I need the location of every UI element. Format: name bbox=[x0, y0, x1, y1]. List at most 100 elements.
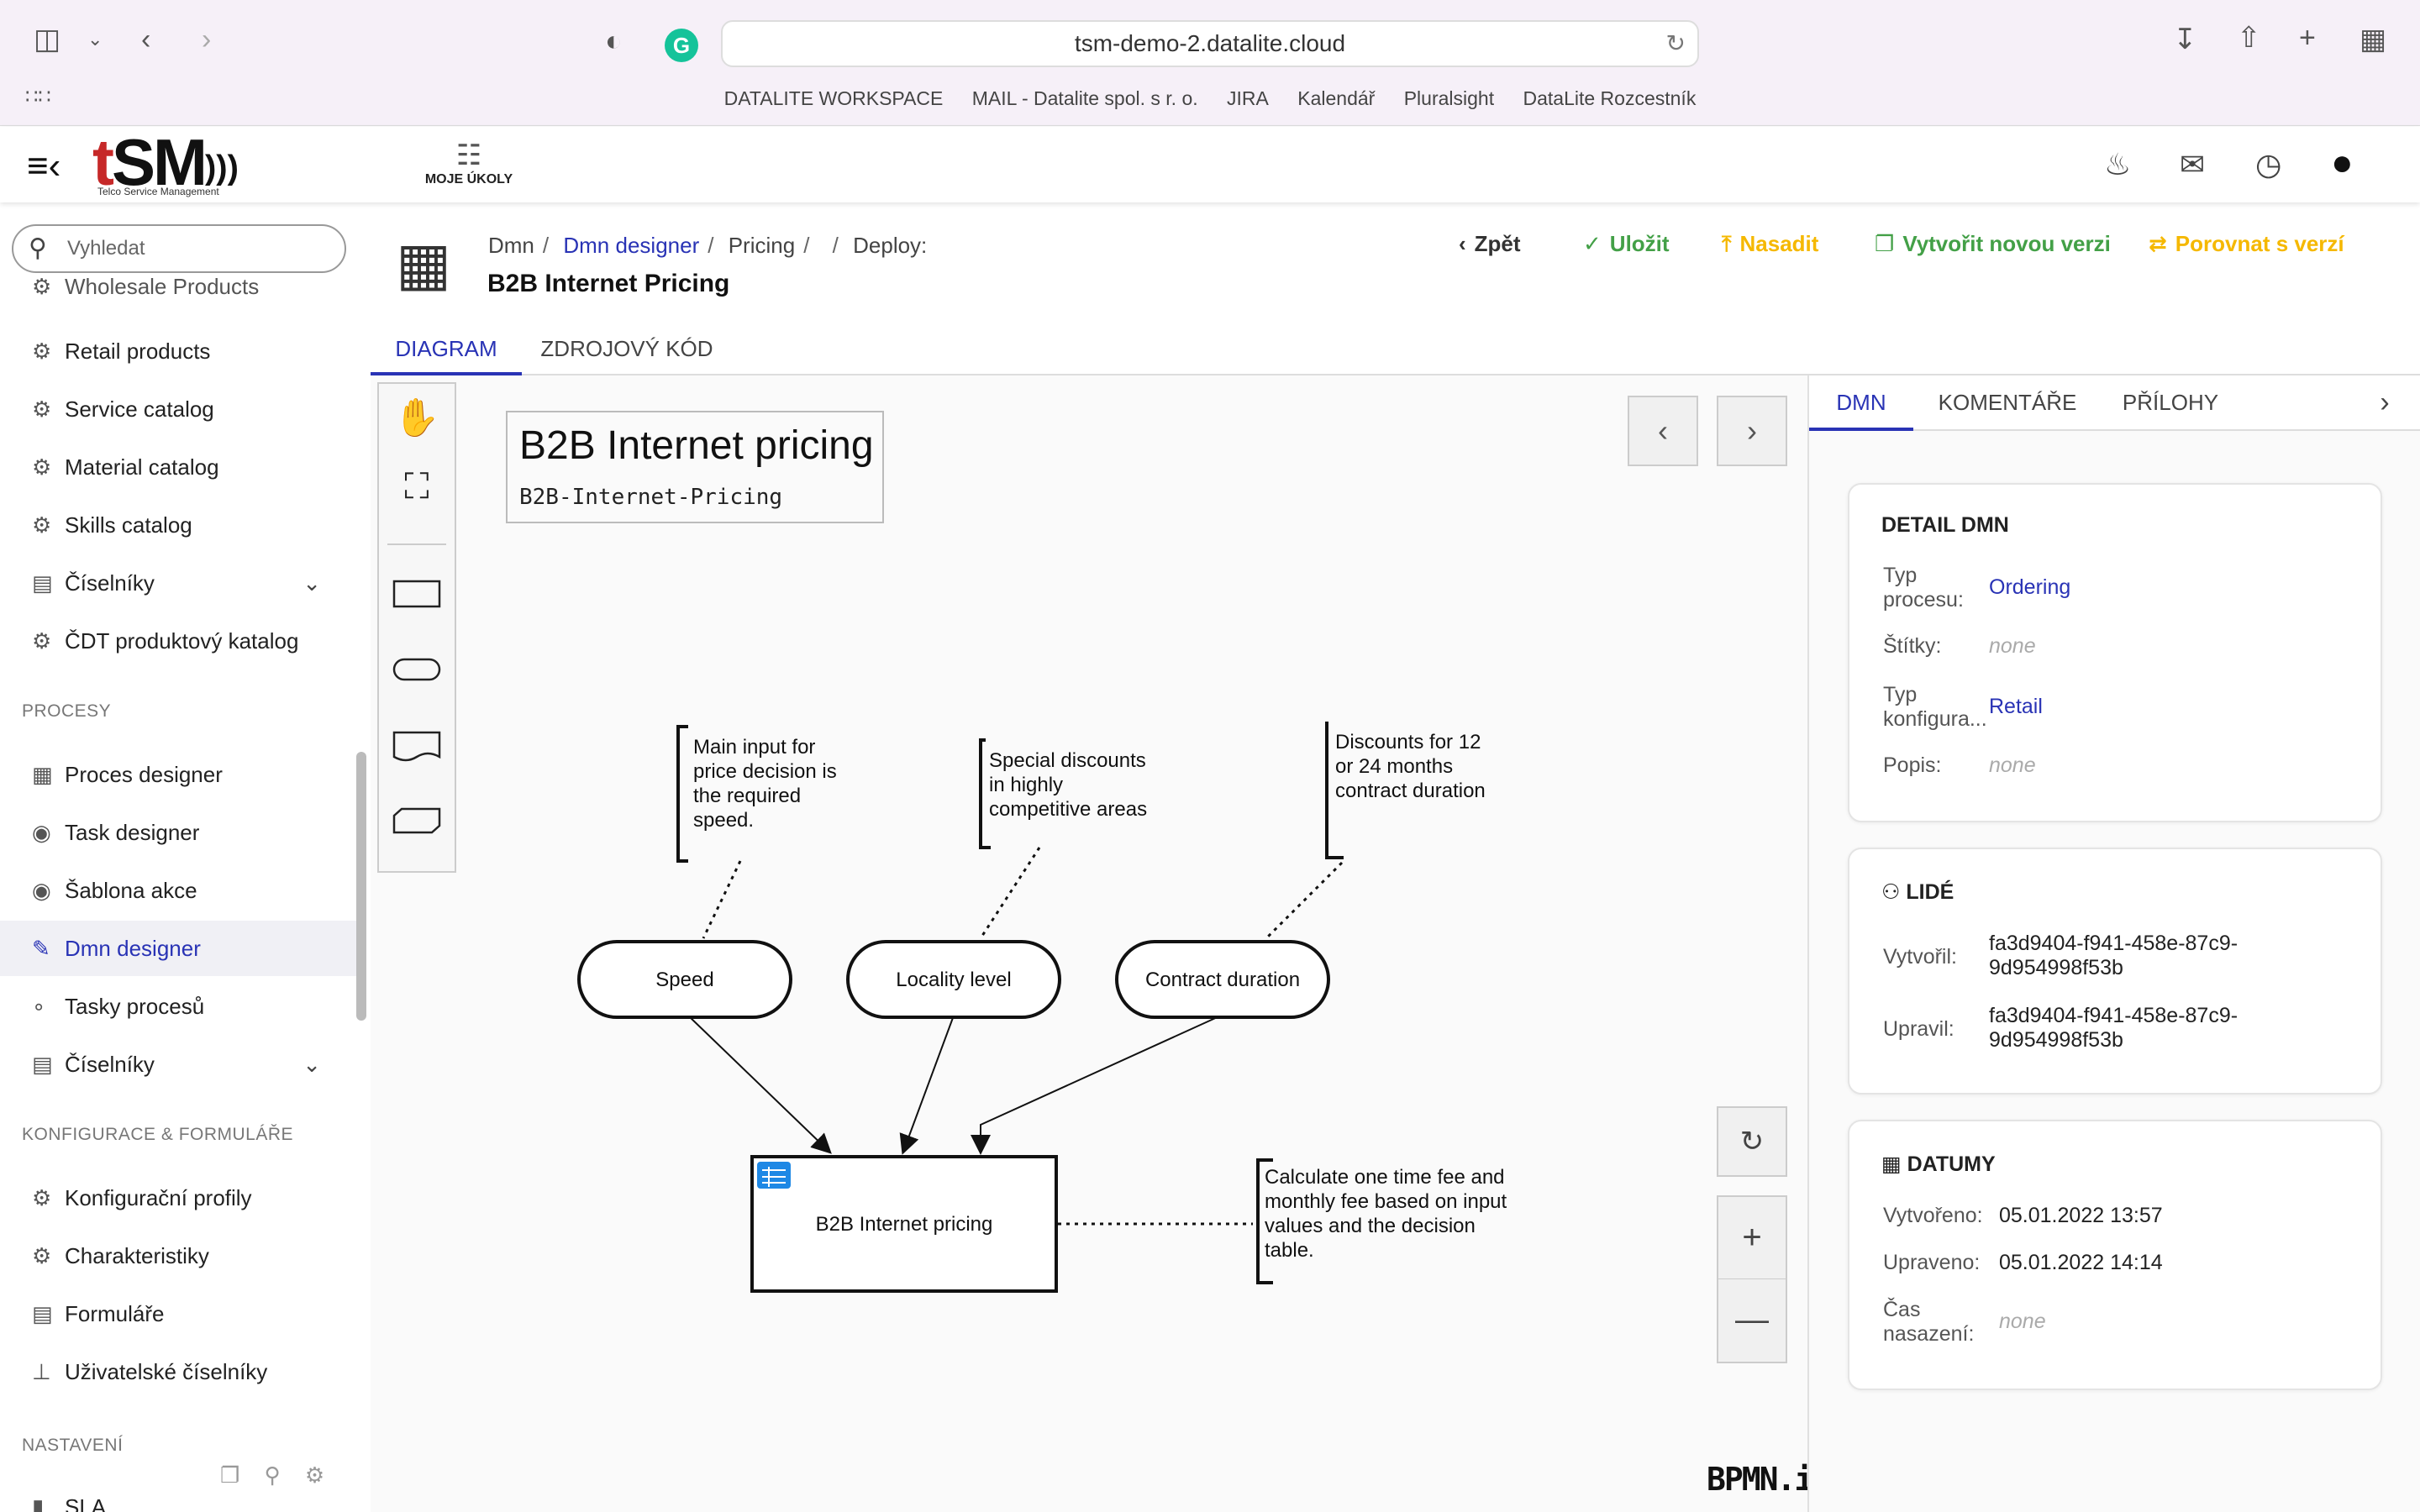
sidebar-item-service-catalog[interactable]: ⚙ Service catalog bbox=[0, 381, 361, 437]
sidebar-item-dmn-designer[interactable]: ✎ Dmn designer bbox=[0, 921, 361, 976]
sidebar-item-retail-products[interactable]: ⚙ Retail products bbox=[0, 323, 361, 379]
sidebar-item-charakteristiky[interactable]: ⚙ Charakteristiky bbox=[0, 1228, 361, 1284]
bookmark-item[interactable]: DATALITE WORKSPACE bbox=[723, 87, 944, 109]
sidebar-item-label: Service catalog bbox=[65, 396, 214, 422]
forward-arrow-icon[interactable]: › bbox=[202, 24, 212, 55]
tab-comments[interactable]: KOMENTÁŘE bbox=[1938, 390, 2077, 415]
tab-source-code[interactable]: ZDROJOVÝ KÓD bbox=[540, 336, 713, 361]
sidebar-item-konfiguracni-profily[interactable]: ⚙ Konfigurační profily bbox=[0, 1170, 361, 1226]
compare-arrows-icon: ⇄ bbox=[2149, 231, 2167, 256]
knowledge-source-tool-icon[interactable] bbox=[379, 728, 455, 769]
menu-collapse-icon[interactable]: ≡‹ bbox=[27, 145, 61, 186]
decision-table-icon[interactable] bbox=[757, 1162, 791, 1189]
decision-node[interactable] bbox=[750, 1155, 1058, 1293]
breadcrumb-dmn-designer[interactable]: Dmn designer bbox=[563, 233, 700, 258]
hand-tool-icon[interactable]: ✋ bbox=[393, 397, 440, 438]
tab-diagram[interactable]: DIAGRAM bbox=[371, 325, 522, 375]
chevron-left-icon[interactable]: ‹ bbox=[1628, 396, 1698, 466]
sidebar-toggle-icon[interactable]: ◫ bbox=[34, 24, 61, 55]
flow-icon: ∘ bbox=[32, 994, 46, 1019]
bookmark-item[interactable]: JIRA bbox=[1227, 87, 1269, 109]
share-icon[interactable]: ⇧ bbox=[2237, 22, 2261, 54]
updated-by-line: fa3d9404-f941-458e-87c9- bbox=[1989, 1004, 2238, 1027]
process-type-value[interactable]: Ordering bbox=[1989, 575, 2071, 599]
config-type-value[interactable]: Retail bbox=[1989, 695, 2043, 718]
chevron-down-icon[interactable]: ⌄ bbox=[87, 29, 103, 50]
lock-icon[interactable]: ⚲ bbox=[264, 1462, 281, 1488]
bkm-tool-icon[interactable] bbox=[379, 804, 455, 842]
save-button[interactable]: ✓Uložit bbox=[1583, 231, 1670, 257]
grammarly-icon[interactable]: G bbox=[665, 29, 698, 62]
tsm-logo[interactable]: tSM))) bbox=[92, 125, 239, 199]
sidebar-scrollbar[interactable] bbox=[356, 752, 366, 1021]
chevron-right-icon[interactable]: › bbox=[2380, 386, 2390, 418]
sidebar-item-proces-designer[interactable]: ▦ Proces designer bbox=[0, 747, 361, 802]
new-version-button[interactable]: ❐Vytvořit novou verzi bbox=[1875, 231, 2111, 257]
bookmark-item[interactable]: DataLite Rozcestník bbox=[1523, 87, 1697, 109]
tab-attachments[interactable]: PŘÍLOHY bbox=[2122, 390, 2219, 415]
check-icon: ✓ bbox=[1583, 231, 1602, 256]
download-icon[interactable]: ↧ bbox=[2173, 24, 2197, 55]
gear-icon[interactable]: ⚙ bbox=[304, 1462, 325, 1488]
requirement-contract[interactable] bbox=[971, 1015, 1222, 1155]
sidebar-item-task-designer[interactable]: ◉ Task designer bbox=[0, 805, 361, 860]
mail-icon[interactable]: ✉ bbox=[2180, 147, 2206, 181]
sidebar-item-cdt-catalog[interactable]: ⚙ ČDT produktový katalog bbox=[0, 613, 361, 669]
address-bar[interactable]: tsm-demo-2.datalite.cloud ↻ bbox=[721, 20, 1699, 67]
back-arrow-icon[interactable]: ‹ bbox=[141, 24, 151, 55]
sidebar-item-ciselniky[interactable]: ▤ Číselníky ⌄ bbox=[0, 555, 361, 611]
input-data-locality[interactable] bbox=[846, 940, 1061, 1019]
definition-properties[interactable]: B2B Internet pricing B2B-Internet-Pricin… bbox=[506, 411, 884, 523]
sidebar-item-sablona-akce[interactable]: ◉ Šablona akce bbox=[0, 863, 361, 918]
definition-name[interactable]: B2B Internet pricing bbox=[519, 423, 874, 468]
reset-zoom-icon[interactable]: ↻ bbox=[1717, 1106, 1787, 1177]
diagram-canvas[interactable]: ✋ ⛶ B2B Internet pricing B2B-Internet-Pr… bbox=[371, 375, 1831, 1512]
tab-overview-icon[interactable]: ▦ bbox=[2360, 24, 2387, 55]
chevron-right-icon[interactable]: › bbox=[1717, 396, 1787, 466]
new-tab-icon[interactable]: + bbox=[2299, 22, 2316, 54]
sidebar-item-wholesale-products[interactable]: ⚙ Wholesale Products bbox=[0, 278, 361, 303]
sidebar-item-ciselniky-procesu[interactable]: ▤ Číselníky ⌄ bbox=[0, 1037, 361, 1092]
sidebar-item-sla[interactable]: ▮ SLA bbox=[0, 1479, 361, 1512]
lasso-tool-icon[interactable]: ⛶ bbox=[404, 466, 429, 506]
input-data-speed[interactable] bbox=[577, 940, 792, 1019]
breadcrumb-pricing[interactable]: Pricing bbox=[728, 233, 796, 258]
my-tasks-button[interactable]: ☷ MOJE ÚKOLY bbox=[423, 139, 515, 187]
deploy-time-value: none bbox=[1999, 1310, 2046, 1333]
description-value: none bbox=[1989, 753, 2036, 777]
bookmark-item[interactable]: Kalendář bbox=[1297, 87, 1376, 109]
sidebar-item-formulare[interactable]: ▤ Formuláře bbox=[0, 1286, 361, 1341]
bookmark-item[interactable]: Pluralsight bbox=[1403, 87, 1495, 109]
requirement-speed[interactable] bbox=[687, 1015, 832, 1154]
requirement-locality[interactable] bbox=[899, 1015, 955, 1155]
bookmark-item[interactable]: MAIL - Datalite spol. s r. o. bbox=[971, 87, 1198, 109]
reload-icon[interactable]: ↻ bbox=[1665, 30, 1686, 56]
zoom-in-icon[interactable]: + bbox=[1717, 1195, 1787, 1279]
annotation-bracket-speed bbox=[676, 725, 688, 863]
chevron-down-icon[interactable]: ⌄ bbox=[302, 570, 321, 596]
tab-dmn[interactable]: DMN bbox=[1809, 375, 1913, 431]
deploy-button[interactable]: ⤒Nasadit bbox=[1722, 231, 1818, 258]
sidebar-item-skills-catalog[interactable]: ⚙ Skills catalog bbox=[0, 497, 361, 553]
apps-grid-icon[interactable]: ∷∷ bbox=[25, 86, 51, 108]
search-input[interactable]: ⚲ Vyhledat bbox=[12, 224, 346, 273]
shield-icon[interactable]: ◐ bbox=[605, 25, 623, 57]
bell-icon[interactable]: ♨ bbox=[2104, 147, 2132, 181]
input-data-tool-icon[interactable] bbox=[379, 653, 455, 690]
sidebar-item-label: Číselníky bbox=[65, 1052, 155, 1077]
sidebar-item-tasky-procesu[interactable]: ∘ Tasky procesů bbox=[0, 979, 361, 1034]
clock-icon[interactable]: ◷ bbox=[2255, 147, 2282, 181]
back-button[interactable]: ‹Zpět bbox=[1459, 231, 1521, 257]
zoom-out-icon[interactable]: — bbox=[1717, 1279, 1787, 1363]
sidebar-item-material-catalog[interactable]: ⚙ Material catalog bbox=[0, 439, 361, 495]
compare-button[interactable]: ⇄Porovnat s verzí bbox=[2149, 231, 2344, 257]
input-data-contract[interactable] bbox=[1115, 940, 1330, 1019]
decision-tool-icon[interactable] bbox=[379, 577, 455, 615]
chevron-down-icon[interactable]: ⌄ bbox=[302, 1052, 321, 1077]
user-avatar-icon[interactable]: ● bbox=[2331, 142, 2354, 183]
definition-id[interactable]: B2B-Internet-Pricing bbox=[519, 485, 783, 510]
sidebar-item-uzivatelske-ciselniky[interactable]: ⊥ Uživatelské číselníky bbox=[0, 1344, 361, 1399]
copy-icon[interactable]: ❐ bbox=[220, 1462, 240, 1488]
annotation-decision-line: monthly fee based on input bbox=[1265, 1190, 1507, 1213]
breadcrumb-dmn[interactable]: Dmn bbox=[488, 233, 534, 258]
